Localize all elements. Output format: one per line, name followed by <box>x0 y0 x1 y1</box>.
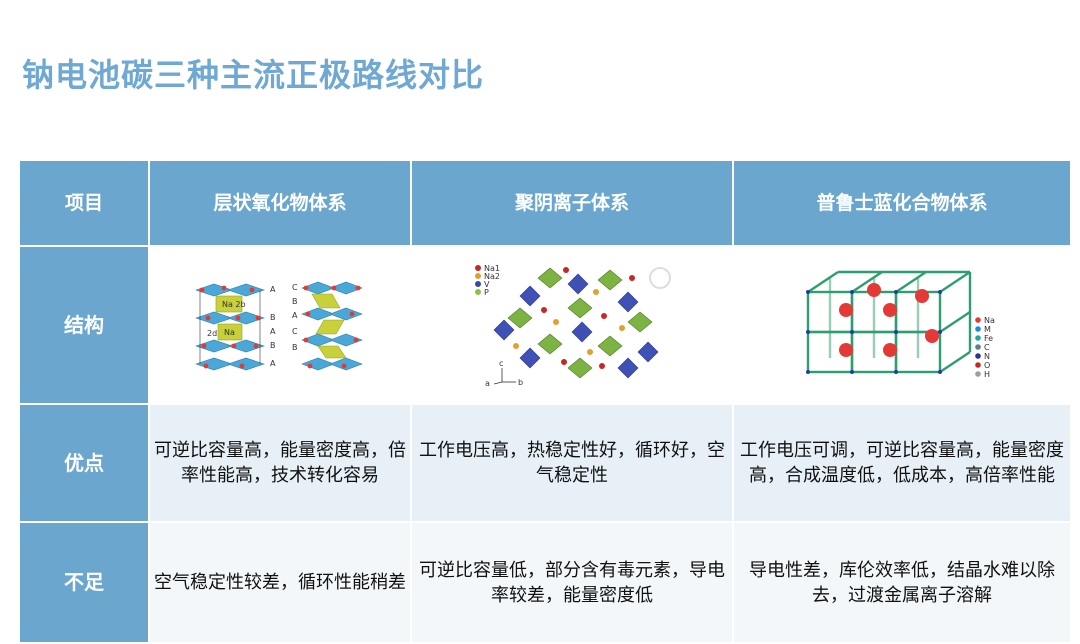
row-header-cons: 不足 <box>18 521 150 644</box>
cons-cell-prussian: 导电性差，库伦效率低，结晶水难以除去，过渡金属离子溶解 <box>732 521 1072 644</box>
polyanion-legend: Na1 Na2 V P <box>475 264 500 297</box>
layered-label-na2b: Na 2b <box>222 300 246 309</box>
layered-label-3: A <box>270 327 276 336</box>
layered-label-7: B <box>292 297 298 306</box>
layered-label-2: B <box>270 313 276 322</box>
layered-label-na: Na <box>224 328 235 337</box>
table-row-structure: 结构 <box>18 245 1072 405</box>
structure-cell-prussian: Na M Fe C N O H <box>732 245 1072 405</box>
layered-label-5: A <box>270 359 276 368</box>
prussian-legend-n: N <box>984 352 990 361</box>
layered-label-1: A <box>270 285 276 294</box>
layered-label-4: B <box>270 341 276 350</box>
pros-cell-layered: 可逆比容量高，能量密度高，倍率性能高，技术转化容易 <box>148 403 412 523</box>
page-title: 钠电池碳三种主流正极路线对比 <box>22 56 485 94</box>
cons-cell-layered: 空气稳定性较差，循环性能稍差 <box>148 521 412 644</box>
prussian-blue-structure-image: Na M Fe C N O H <box>806 270 995 379</box>
table-header-row: 项目 层状氧化物体系 聚阴离子体系 普鲁士蓝化合物体系 <box>18 159 1072 247</box>
polyanion-legend-p: P <box>484 288 489 297</box>
column-header-prussian: 普鲁士蓝化合物体系 <box>732 159 1072 247</box>
prussian-legend-h: H <box>984 370 990 379</box>
prussian-legend-o: O <box>984 361 990 370</box>
prussian-legend-c: C <box>984 343 990 352</box>
polyanion-axis-c: c <box>499 359 503 368</box>
polyanion-axis-a: a <box>485 379 490 388</box>
pros-cell-polyanion: 工作电压高，热稳定性好，循环好，空气稳定性 <box>410 403 734 523</box>
polyanion-axis-b: b <box>518 378 523 387</box>
polyanion-legend-na2: Na2 <box>484 272 500 281</box>
column-header-polyanion: 聚阴离子体系 <box>410 159 734 247</box>
column-header-layered: 层状氧化物体系 <box>148 159 412 247</box>
prussian-legend: Na M Fe C N O H <box>975 316 995 379</box>
table-row-cons: 不足 空气稳定性较差，循环性能稍差 可逆比容量低，部分含有毒元素，导电率较差，能… <box>18 521 1072 644</box>
polyanion-axes <box>493 368 516 385</box>
structure-cell-layered: Na 2b 2d Na A B A B A <box>148 245 412 405</box>
prussian-legend-fe: Fe <box>984 334 993 343</box>
layered-label-2d: 2d <box>207 329 217 338</box>
prussian-legend-na: Na <box>984 316 995 325</box>
comparison-table: 项目 层状氧化物体系 聚阴离子体系 普鲁士蓝化合物体系 结构 <box>18 159 1072 644</box>
layered-label-9: C <box>292 327 298 336</box>
cons-cell-polyanion: 可逆比容量低，部分含有毒元素，导电率较差，能量密度低 <box>410 521 734 644</box>
structure-cell-polyanion: Na1 Na2 V P <box>410 245 734 405</box>
polyanion-structure-image: Na1 Na2 V P <box>475 264 671 388</box>
pros-cell-prussian: 工作电压可调，可逆比容量高，能量密度高，合成温度低，低成本，高倍率性能 <box>732 403 1072 523</box>
column-header-item: 项目 <box>18 159 150 247</box>
polyanion-legend-v: V <box>484 280 490 289</box>
row-header-structure: 结构 <box>18 245 150 405</box>
table-row-pros: 优点 可逆比容量高，能量密度高，倍率性能高，技术转化容易 工作电压高，热稳定性好… <box>18 403 1072 523</box>
polyanion-legend-na1: Na1 <box>484 264 500 273</box>
layered-label-8: A <box>292 311 298 320</box>
layered-label-10: B <box>292 343 298 352</box>
prussian-legend-m: M <box>984 325 991 334</box>
layered-oxide-structure-image: Na 2b 2d Na A B A B A <box>195 281 363 371</box>
layered-label-6: C <box>292 283 298 292</box>
row-header-pros: 优点 <box>18 403 150 523</box>
